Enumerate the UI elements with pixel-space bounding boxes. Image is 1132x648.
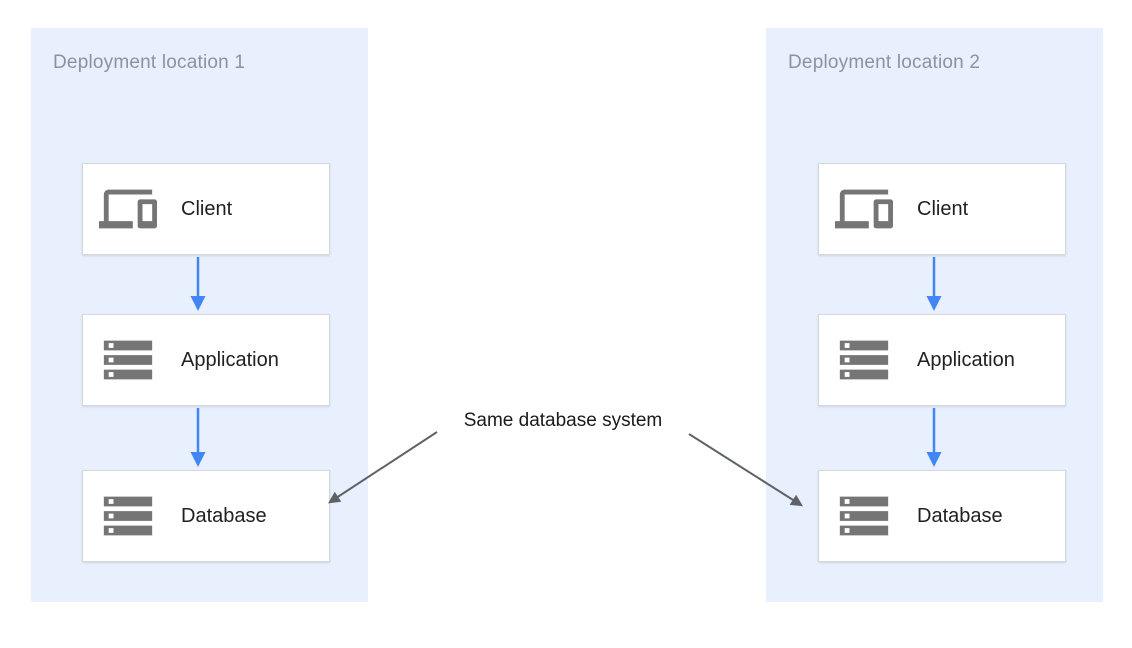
same-database-annotation: Same database system (463, 410, 663, 431)
deployment-location-2-panel: Deployment location 2 Client Application (766, 28, 1103, 602)
panel-title: Deployment location 1 (53, 52, 246, 73)
node-label: Application (917, 348, 1015, 371)
storage-icon (99, 487, 157, 545)
client-node: Client (818, 163, 1066, 255)
database-node: Database (818, 470, 1066, 562)
panel-title: Deployment location 2 (788, 52, 981, 73)
deployment-location-1-panel: Deployment location 1 Client Application (31, 28, 368, 602)
node-label: Application (181, 348, 279, 371)
node-label: Database (917, 504, 1003, 527)
devices-icon (99, 179, 157, 239)
storage-icon (99, 331, 157, 389)
node-label: Client (917, 197, 969, 220)
application-node: Application (818, 314, 1066, 406)
application-node: Application (82, 314, 330, 406)
devices-icon (835, 179, 893, 239)
storage-icon (835, 487, 893, 545)
client-node: Client (82, 163, 330, 255)
storage-icon (835, 331, 893, 389)
node-label: Database (181, 504, 267, 527)
database-node: Database (82, 470, 330, 562)
node-label: Client (181, 197, 233, 220)
